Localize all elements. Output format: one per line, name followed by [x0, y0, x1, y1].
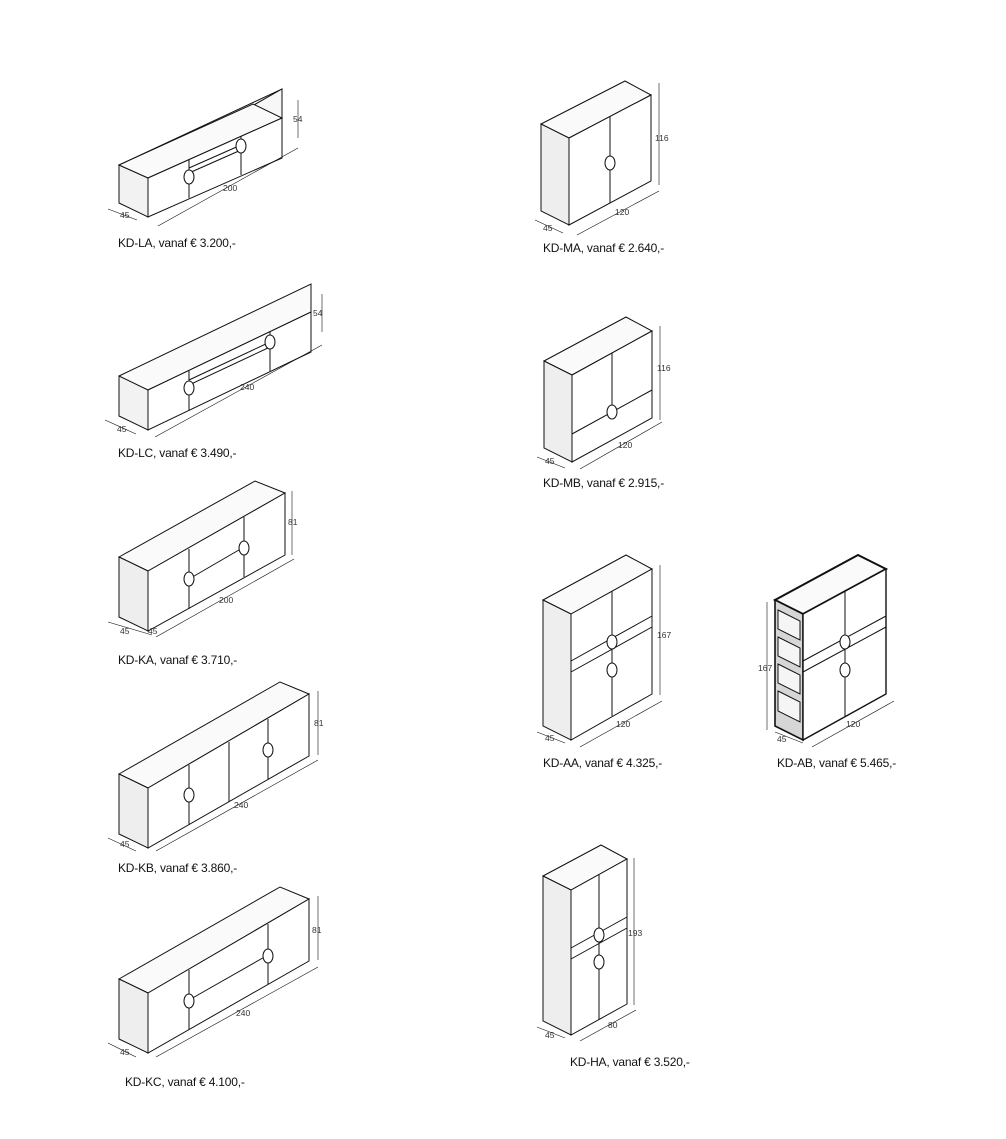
- furniture-drawing-kd-ha: 80 193 45: [536, 844, 642, 1042]
- dim-width: 240: [234, 800, 248, 810]
- dim-depth: 45: [120, 210, 130, 220]
- dim-width: 200: [223, 183, 237, 193]
- dim-depth: 45: [120, 1047, 130, 1057]
- furniture-drawing-kd-ab: 120 167 45: [758, 553, 895, 748]
- dim-height: 116: [655, 133, 669, 143]
- dim-height: 81: [288, 517, 298, 527]
- dim-width: 120: [846, 719, 860, 729]
- dim-height: 193: [628, 928, 642, 938]
- dim-depth: 45: [777, 734, 787, 744]
- caption-kd-lc: KD-LC, vanaf € 3.490,-: [118, 446, 237, 460]
- furniture-drawing-kd-ka: 200 81 45 45: [107, 480, 298, 638]
- dim-depth-2: 45: [148, 626, 158, 636]
- dim-depth: 45: [545, 456, 555, 466]
- caption-kd-ab: KD-AB, vanaf € 5.465,-: [777, 756, 896, 770]
- dim-depth: 45: [545, 1030, 555, 1040]
- dim-width: 120: [616, 719, 630, 729]
- furniture-drawing-kd-kc: 240 81 45: [107, 886, 322, 1058]
- dim-depth: 45: [120, 626, 130, 636]
- dim-depth: 45: [543, 223, 553, 233]
- caption-kd-ka: KD-KA, vanaf € 3.710,-: [118, 653, 237, 667]
- dim-width: 240: [236, 1008, 250, 1018]
- furniture-drawing-kd-mb: 120 116 45: [536, 316, 671, 470]
- dim-depth: 45: [120, 839, 130, 849]
- caption-kd-ma: KD-MA, vanaf € 2.640,-: [543, 241, 664, 255]
- caption-kd-kc: KD-KC, vanaf € 4.100,-: [125, 1075, 245, 1089]
- caption-kd-kb: KD-KB, vanaf € 3.860,-: [118, 861, 237, 875]
- dim-height: 81: [312, 925, 322, 935]
- furniture-drawing-kd-lc: 240 54 45: [104, 283, 323, 438]
- dim-height: 167: [657, 630, 671, 640]
- dim-depth: 45: [545, 733, 555, 743]
- furniture-drawing-kd-kb: 240 81 45: [107, 681, 324, 852]
- dim-width: 80: [608, 1020, 618, 1030]
- dim-height: 54: [313, 308, 323, 318]
- dim-width: 120: [615, 207, 629, 217]
- furniture-drawing-kd-la: 200 54 45: [107, 88, 303, 227]
- caption-kd-mb: KD-MB, vanaf € 2.915,-: [543, 476, 664, 490]
- dim-width: 240: [240, 382, 254, 392]
- caption-kd-aa: KD-AA, vanaf € 4.325,-: [543, 756, 662, 770]
- caption-kd-ha: KD-HA, vanaf € 3.520,-: [570, 1055, 690, 1069]
- dim-height: 54: [293, 114, 303, 124]
- furniture-drawing-kd-ma: 120 116 45: [534, 80, 669, 236]
- furniture-drawing-kd-aa: 120 167 45: [536, 554, 671, 748]
- dim-height: 116: [657, 363, 671, 373]
- dim-width: 120: [618, 440, 632, 450]
- dim-width: 200: [219, 595, 233, 605]
- caption-kd-la: KD-LA, vanaf € 3.200,-: [118, 236, 236, 250]
- dim-depth: 45: [117, 424, 127, 434]
- dim-height: 167: [758, 663, 772, 673]
- dim-height: 81: [314, 718, 324, 728]
